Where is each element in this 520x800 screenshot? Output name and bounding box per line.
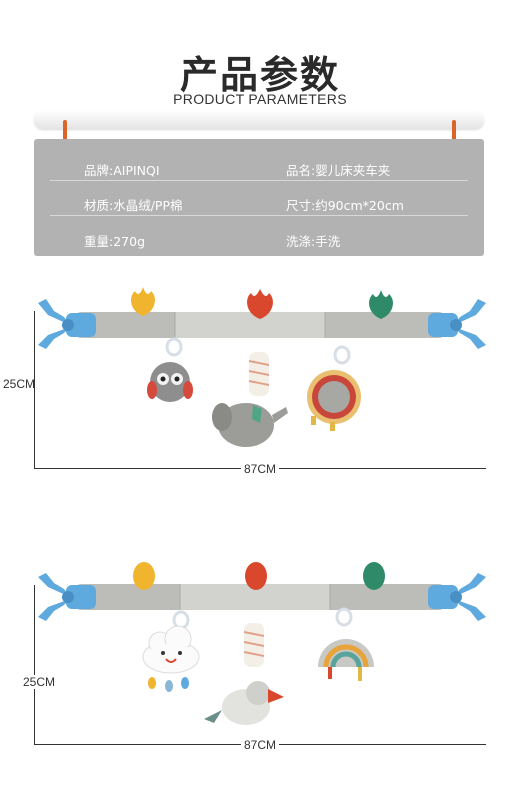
param-weight: 重量:270g [84,234,146,249]
params-panel [34,139,484,256]
page-title: 产品参数 [179,53,340,97]
elephant-toy-icon [212,352,288,447]
owl-toy-icon [147,337,193,402]
param-material: 材质:水晶绒/PP棉 [84,198,183,213]
rail-peg-right [452,120,456,142]
height-dim-line-1 [34,311,35,469]
clip-left-icon [38,573,96,621]
param-brand: 品牌:AIPINQI [84,163,160,178]
param-wash: 洗涤:手洗 [286,234,341,249]
height-label-2: 25CM [22,675,57,689]
width-label-2: 87CM [241,738,280,752]
rainbow-toy-icon [318,607,374,681]
clip-left-icon [38,299,96,349]
panel-divider [50,215,468,216]
rail-peg-left [63,120,67,142]
page-subtitle: PRODUCT PARAMETERS [173,91,347,107]
leaf-red-icon [247,289,273,319]
toucan-toy-icon [204,623,284,725]
width-label-1: 87CM [241,462,280,476]
panel-divider [50,180,468,181]
leaf-red-icon [245,562,267,590]
leaf-yellow-icon [131,287,155,316]
param-name: 品名:婴儿床夹车夹 [286,163,391,178]
clip-right-icon [428,299,486,349]
height-label-1: 25CM [3,377,36,391]
product-illustration-2 [38,562,486,725]
mirror-toy-icon [307,345,361,431]
leaf-yellow-icon [133,562,155,590]
hanging-rail [34,111,484,129]
product-illustration-1 [38,287,486,447]
cloud-toy-icon [142,610,200,692]
leaf-green-icon [369,290,393,319]
param-size: 尺寸:约90cm*20cm [286,198,404,213]
clip-right-icon [428,573,486,621]
leaf-green-icon [363,562,385,590]
height-dim-line-2 [34,585,35,745]
